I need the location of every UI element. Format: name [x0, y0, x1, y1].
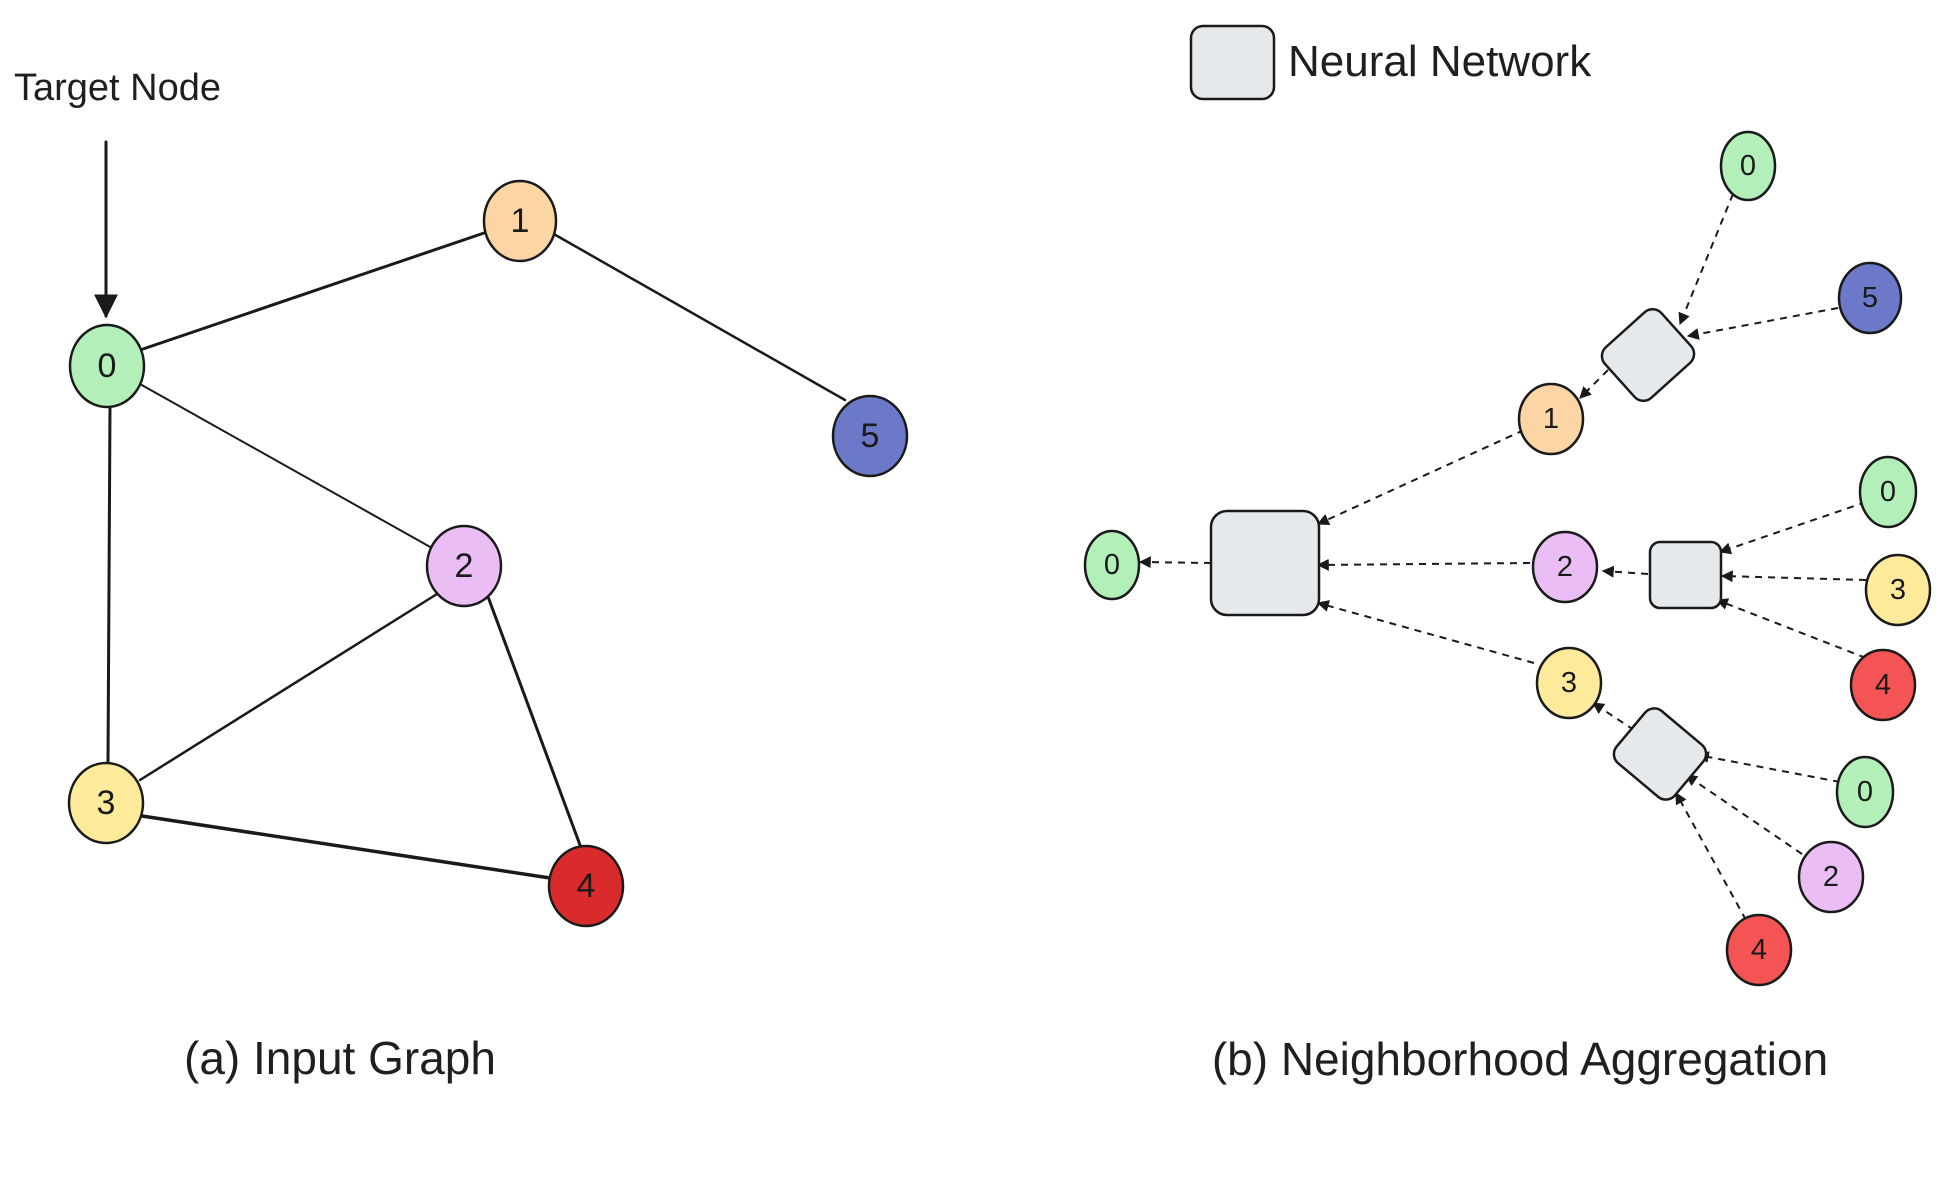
tree-leaf-3-4-label: 4 — [1751, 934, 1767, 966]
tree-leaf-3-2: 2 — [1797, 840, 1865, 914]
tree-leaf-2-4-circle — [1849, 648, 1917, 722]
tree-leaf-1-0: 0 — [1719, 130, 1777, 202]
tree-root-node-0: 0 — [1083, 529, 1141, 601]
arrow-0-to-nn1 — [1678, 193, 1734, 326]
tree-leaf-3-2-circle — [1797, 840, 1865, 914]
tree-level1-node-3-circle — [1535, 646, 1603, 720]
graph-node-3-circle — [67, 761, 145, 845]
tree-leaf-1-5-label: 5 — [1862, 282, 1878, 314]
caption-neighborhood-aggregation: (b) Neighborhood Aggregation — [1212, 1033, 1828, 1085]
legend-nn-label: Neural Network — [1288, 37, 1592, 86]
nn-box-node-3 — [1612, 707, 1708, 801]
tree-leaf-2-4-label: 4 — [1875, 669, 1891, 701]
tree-leaf-3-2-label: 2 — [1823, 861, 1839, 893]
graph-node-5-circle — [831, 394, 909, 478]
graph-node-0-circle — [68, 323, 146, 409]
tree-level1-node-2: 2 — [1531, 530, 1599, 604]
graph-node-4: 4 — [547, 844, 625, 928]
arrow-0-to-nn3 — [1696, 751, 1841, 783]
nn-box-root — [1209, 509, 1321, 617]
arrow-3-to-nn2 — [1720, 570, 1867, 583]
graph-node-2-label: 2 — [455, 547, 474, 585]
edge-1-5 — [550, 231, 847, 402]
edge-2-3 — [138, 592, 439, 782]
arrow-1-to-nn — [1316, 429, 1525, 525]
graph-node-1: 1 — [482, 179, 558, 263]
arrow-nn3-to-3 — [1591, 702, 1635, 731]
tree-level1-node-1-label: 1 — [1543, 403, 1559, 435]
tree-leaf-2-0-circle — [1858, 455, 1918, 529]
tree-leaf-1-0-label: 0 — [1740, 150, 1756, 182]
arrow-nn1-to-1 — [1579, 369, 1609, 399]
graph-node-0-label: 0 — [98, 347, 117, 385]
tree-leaf-2-3-label: 3 — [1890, 574, 1906, 606]
arrow-4-to-nn2 — [1715, 598, 1867, 659]
legend-nn-swatch — [1189, 24, 1276, 101]
tree-leaf-2-0: 0 — [1858, 455, 1918, 529]
arrow-3-to-nn — [1316, 600, 1535, 664]
tree-level1-node-2-circle — [1531, 530, 1599, 604]
graph-node-5-label: 5 — [861, 417, 880, 455]
caption-input-graph: (a) Input Graph — [184, 1032, 496, 1084]
tree-leaf-1-0-circle — [1719, 130, 1777, 202]
arrow-nn-to-root — [1138, 556, 1212, 569]
tree-leaf-3-4: 4 — [1725, 913, 1793, 987]
graph-node-1-circle — [482, 179, 558, 263]
nn-box-node-1 — [1600, 308, 1696, 402]
arrow-2-to-nn — [1316, 558, 1531, 571]
tree-leaf-2-3-circle — [1864, 553, 1932, 627]
tree-leaf-3-0-circle — [1835, 755, 1895, 829]
tree-level1-node-1-circle — [1517, 382, 1585, 456]
edge-0-1 — [141, 230, 489, 351]
edge-0-2 — [139, 383, 433, 549]
tree-level1-node-3-label: 3 — [1561, 667, 1577, 699]
tree-level1-node-2-label: 2 — [1557, 551, 1573, 583]
edge-3-4 — [140, 814, 552, 880]
tree-root-label: 0 — [1104, 549, 1120, 581]
arrow-5-to-nn1 — [1686, 307, 1839, 340]
target-node-label: Target Node — [14, 67, 221, 109]
tree-leaf-3-4-circle — [1725, 913, 1793, 987]
tree-level1-node-1: 1 — [1517, 382, 1585, 456]
graph-node-4-circle — [547, 844, 625, 928]
graph-node-3: 3 — [67, 761, 145, 845]
graph-node-2: 2 — [425, 524, 503, 608]
graph-node-2-circle — [425, 524, 503, 608]
tree-leaf-3-0: 0 — [1835, 755, 1895, 829]
edge-2-4 — [485, 592, 582, 847]
arrow-4-to-nn3 — [1675, 791, 1747, 921]
arrow-nn2-to-2 — [1601, 565, 1649, 578]
tree-leaf-3-0-label: 0 — [1857, 776, 1873, 808]
arrow-2-to-nn3 — [1685, 774, 1803, 855]
tree-root-circle — [1083, 529, 1141, 601]
tree-leaf-2-4: 4 — [1849, 648, 1917, 722]
tree-level1-node-3: 3 — [1535, 646, 1603, 720]
arrow-0-to-nn2 — [1718, 501, 1867, 555]
nn-box-node-2 — [1648, 540, 1723, 610]
graph-node-1-label: 1 — [511, 202, 530, 240]
edge-0-3 — [106, 404, 112, 764]
graph-node-4-label: 4 — [577, 867, 596, 905]
input-graph: Target Node 0 1 2 3 4 — [14, 67, 909, 1084]
aggregation-tree: 0 1 2 3 0 5 0 3 — [1083, 130, 1932, 1085]
graph-node-5: 5 — [831, 394, 909, 478]
graph-node-3-label: 3 — [97, 784, 116, 822]
legend: Neural Network — [1189, 24, 1592, 101]
tree-leaf-1-5-circle — [1837, 261, 1903, 335]
tree-leaf-2-3: 3 — [1864, 553, 1932, 627]
tree-leaf-2-0-label: 0 — [1880, 476, 1896, 508]
graph-node-0: 0 — [68, 323, 146, 409]
tree-leaf-1-5: 5 — [1837, 261, 1903, 335]
